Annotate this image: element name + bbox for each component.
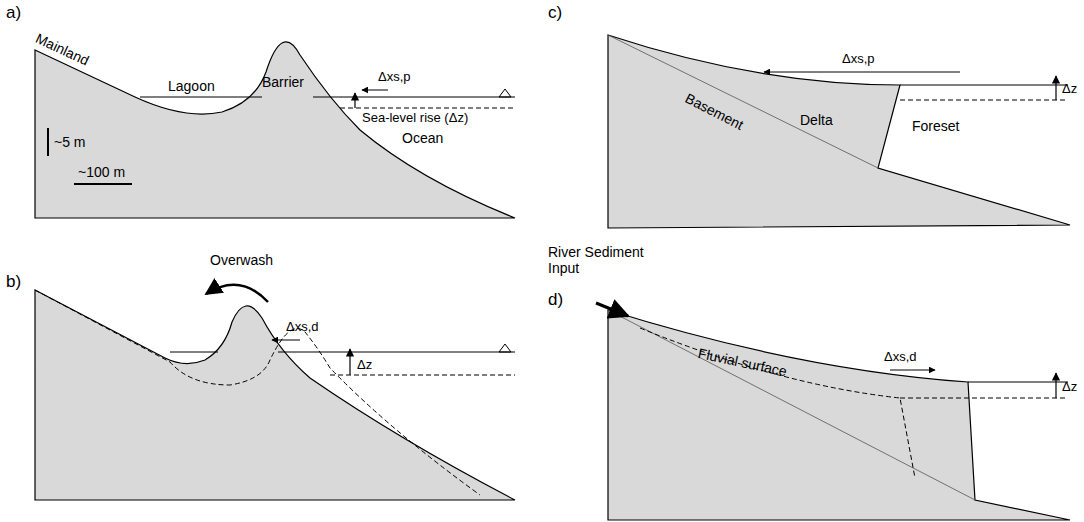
delta-profile xyxy=(608,310,1070,520)
scale-label: ~100 m xyxy=(78,164,125,180)
dimension-label: Δxs,d xyxy=(884,350,917,365)
dimension-label: Δxs,p xyxy=(842,52,875,67)
region-label: Barrier xyxy=(262,74,304,90)
panel-letter: b) xyxy=(6,272,21,292)
region-label: Foreset xyxy=(912,118,959,134)
panel-letter: c) xyxy=(548,3,562,23)
input-label: River Sediment Input xyxy=(548,244,658,276)
scale-label: ~5 m xyxy=(54,134,86,150)
dimension-label: Δxs,d xyxy=(286,320,319,335)
region-label: Delta xyxy=(800,112,833,128)
region-label: Ocean xyxy=(402,130,443,146)
delta-profile xyxy=(608,35,1070,228)
dimension-label: Δz xyxy=(357,358,372,373)
barrier-profile xyxy=(35,290,515,500)
panel-letter: d) xyxy=(548,290,563,310)
process-label: Overwash xyxy=(210,252,273,268)
region-label: Lagoon xyxy=(168,78,215,94)
dimension-label: Sea-level rise (Δz) xyxy=(362,111,468,126)
barrier-profile xyxy=(35,42,515,218)
dimension-label: Δz xyxy=(1062,82,1077,97)
dimension-label: Δxs,p xyxy=(378,70,411,85)
dimension-label: Δz xyxy=(1062,380,1077,395)
panel-letter: a) xyxy=(6,3,21,23)
